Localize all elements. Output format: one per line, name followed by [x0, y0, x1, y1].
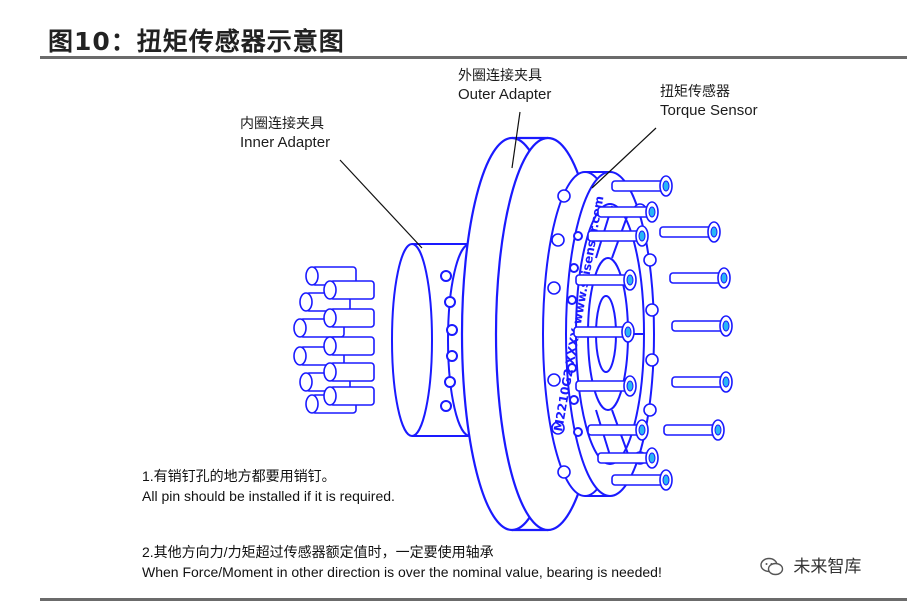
watermark: 未来智库: [760, 552, 861, 577]
leader-lines: [339, 111, 657, 249]
note-2-cn: 2.其他方向力/力矩超过传感器额定值时，一定要使用轴承: [142, 544, 494, 560]
inner-pegs: [293, 266, 375, 414]
note-1-en: All pin should be installed if it is req…: [142, 488, 395, 504]
inner-adapter-label-en: Inner Adapter: [240, 134, 331, 151]
torque-sensor-label-cn: 扭矩传感器: [660, 83, 730, 99]
outer-adapter-label: 外圈连接夹具 Outer Adapter: [458, 66, 551, 104]
bottom-divider: [40, 598, 907, 601]
note-2-en: When Force/Moment in other direction is …: [142, 564, 662, 580]
wechat-icon: [760, 557, 784, 576]
watermark-text: 未来智库: [793, 557, 862, 577]
outer-adapter-label-en: Outer Adapter: [458, 86, 552, 103]
inner-adapter-label-cn: 内圈连接夹具: [240, 115, 324, 131]
top-divider: [40, 56, 907, 59]
note-1-cn: 1.有销钉孔的地方都要用销钉。: [142, 468, 336, 484]
figure-title: 图10：扭矩传感器示意图: [48, 27, 345, 56]
note-1: 1.有销钉孔的地方都要用销钉。 All pin should be instal…: [142, 466, 412, 506]
torque-sensor-label: 扭矩传感器 Torque Sensor: [660, 82, 758, 120]
note-2: 2.其他方向力/力矩超过传感器额定值时，一定要使用轴承 When Force/M…: [142, 542, 802, 582]
torque-sensor-label-en: Torque Sensor: [660, 102, 758, 119]
outer-adapter-label-cn: 外圈连接夹具: [458, 67, 542, 83]
inner-adapter-label: 内圈连接夹具 Inner Adapter: [240, 114, 330, 152]
